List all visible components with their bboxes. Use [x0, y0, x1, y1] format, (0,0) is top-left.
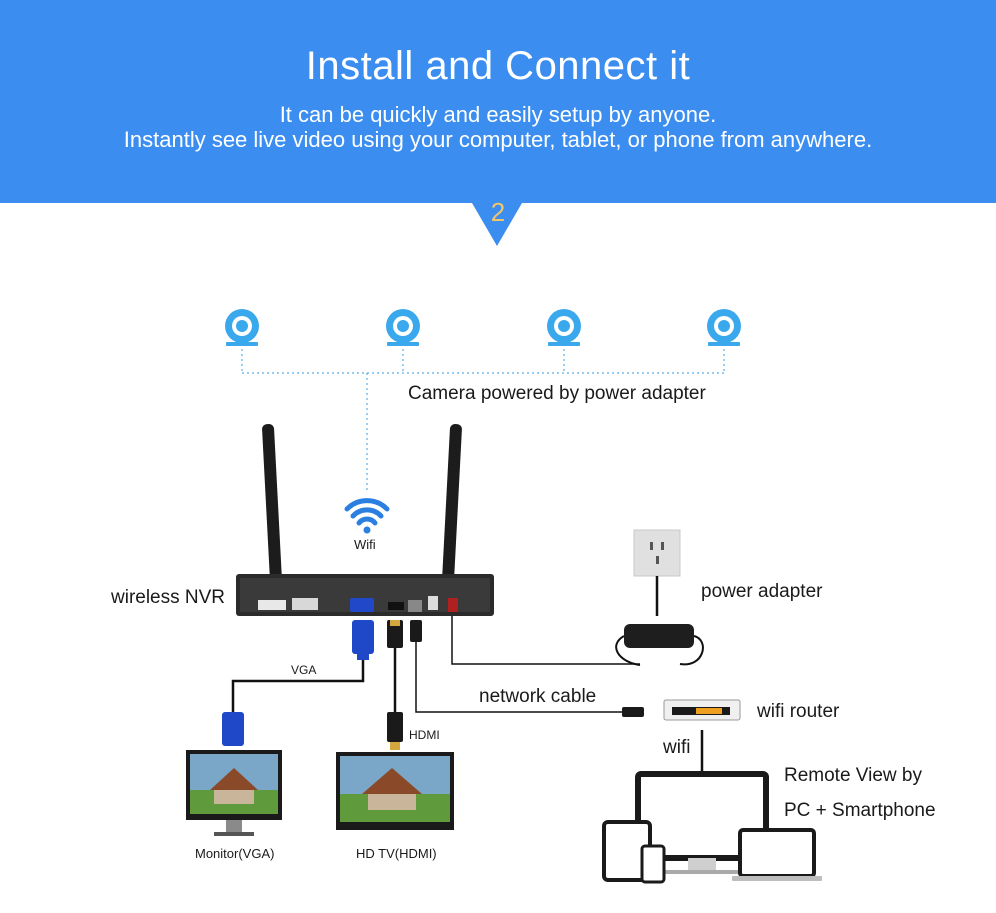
- hdmi-connector-icon: [387, 712, 403, 750]
- wifi-label: Wifi: [354, 537, 376, 552]
- network-connector-icon: [622, 707, 644, 717]
- network-cable: [415, 642, 622, 713]
- camera-icon: [707, 309, 741, 346]
- step-arrow-icon: [472, 203, 522, 246]
- nvr-antenna-icon: [262, 424, 462, 584]
- wifi-router-label: wifi router: [757, 701, 840, 722]
- power-adapter-label: power adapter: [701, 581, 823, 602]
- camera-icon: [547, 309, 581, 346]
- desktop-monitor-icon: [635, 771, 769, 874]
- vga-connector-icon: [222, 712, 244, 746]
- wireless-nvr-label: wireless NVR: [111, 587, 226, 608]
- camera-icon: [225, 309, 259, 346]
- camera-power-label: Camera powered by power adapter: [408, 383, 706, 404]
- wifi-icon: [344, 498, 390, 534]
- hdmi-label: HDMI: [409, 728, 440, 742]
- header-banner: Install and Connect it It can be quickly…: [0, 0, 996, 203]
- hdmi-connector-icon: [387, 620, 403, 648]
- remote-view-label-line-2: PC + Smartphone: [784, 800, 936, 821]
- vga-cable: [231, 660, 365, 712]
- monitor-icon: [186, 750, 282, 836]
- power-adapter-icon: [615, 624, 704, 666]
- power-cable: [451, 616, 640, 665]
- remote-view-label-line-1: Remote View by: [784, 765, 922, 786]
- vga-label: VGA: [291, 663, 317, 677]
- hdtv-icon: [336, 752, 454, 830]
- camera-icon: [386, 309, 420, 346]
- step-number: 2: [490, 197, 506, 227]
- hdtv-label: HD TV(HDMI): [356, 846, 437, 861]
- smartphone-icon: [640, 844, 666, 884]
- page-title: Install and Connect it: [305, 44, 691, 88]
- vga-connector-icon: [352, 620, 374, 660]
- laptop-icon: [732, 828, 822, 881]
- monitor-label: Monitor(VGA): [195, 846, 275, 861]
- wall-socket-icon: [633, 529, 681, 577]
- nvr-device: [236, 574, 494, 616]
- network-connector-icon: [410, 620, 422, 642]
- camera-wifi-links: [241, 349, 725, 490]
- subtitle-line-2: Instantly see live video using your comp…: [123, 127, 873, 152]
- wifi-router-icon: [663, 699, 741, 721]
- network-cable-label: network cable: [479, 686, 597, 707]
- router-wifi-label: wifi: [663, 737, 691, 758]
- subtitle-line-1: It can be quickly and easily setup by an…: [279, 102, 717, 127]
